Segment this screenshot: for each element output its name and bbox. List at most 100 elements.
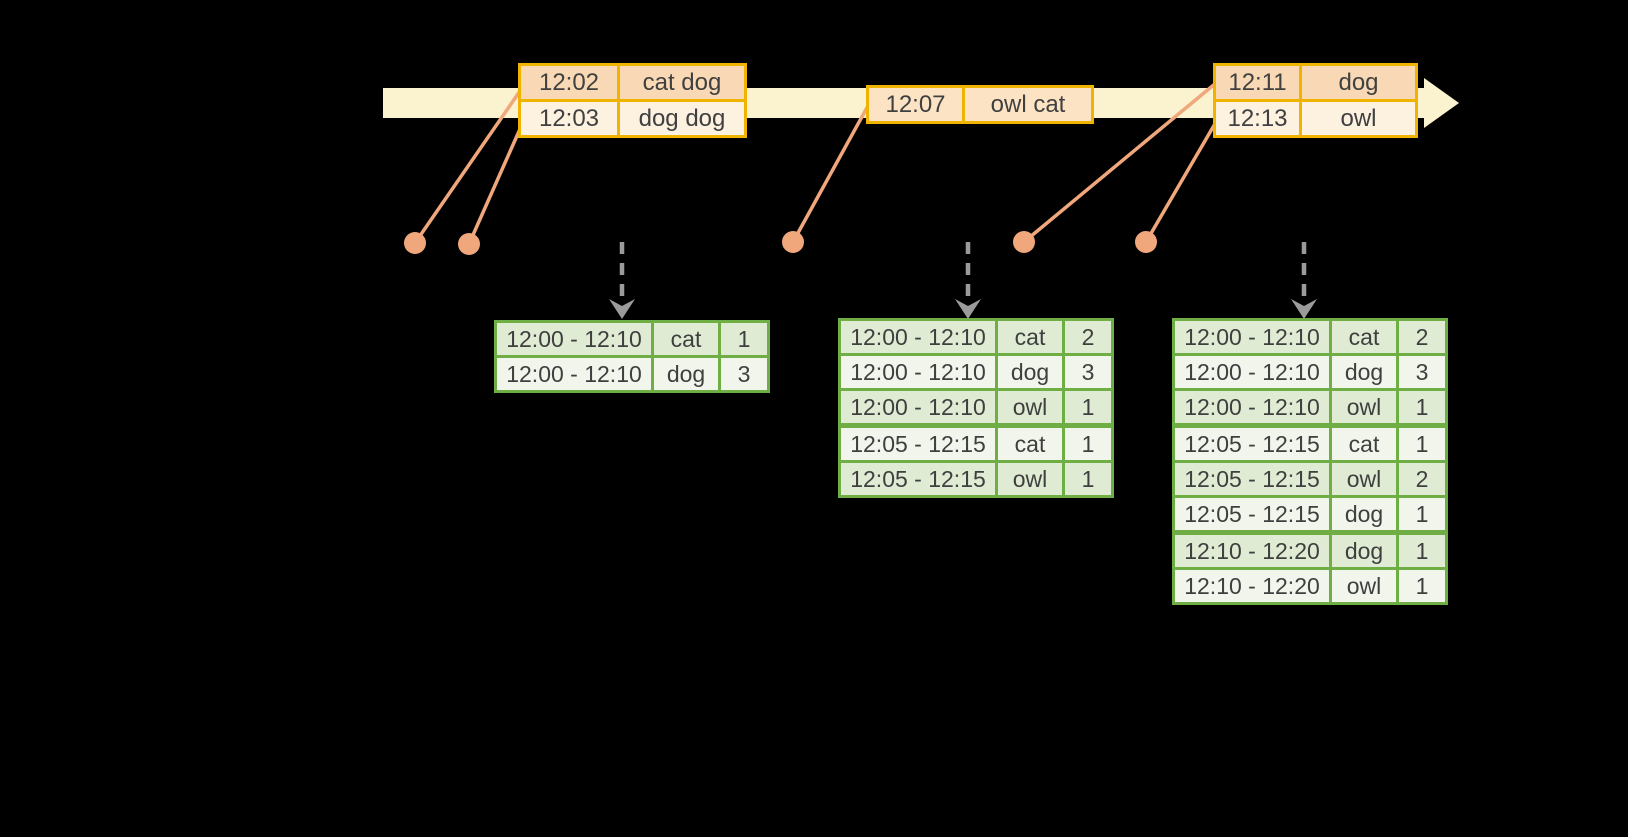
window-cell: 12:05 - 12:15	[838, 460, 998, 498]
arrow-down-icon	[1291, 299, 1317, 319]
event-time-cell: 12:07	[866, 85, 965, 124]
word-cell: owl	[1329, 567, 1399, 605]
event-row: 12:11 dog	[1213, 63, 1418, 102]
count-cell: 3	[718, 355, 770, 393]
word-cell: cat	[1329, 318, 1399, 356]
count-cell: 1	[1396, 423, 1448, 463]
window-cell: 12:00 - 12:10	[1172, 388, 1332, 427]
count-cell: 1	[1062, 388, 1114, 427]
count-cell: 2	[1396, 460, 1448, 498]
count-cell: 1	[1062, 460, 1114, 498]
word-cell: cat	[995, 423, 1065, 463]
event-connector-line	[1144, 121, 1218, 243]
count-cell: 1	[1396, 388, 1448, 427]
window-cell: 12:10 - 12:20	[1172, 530, 1332, 570]
result-row: 12:00 - 12:10 owl 1	[1172, 388, 1448, 427]
event-time-cell: 12:13	[1213, 99, 1302, 138]
window-cell: 12:00 - 12:10	[494, 320, 654, 358]
event-time-cell: 12:11	[1213, 63, 1302, 102]
event-words-cell: cat dog	[617, 63, 747, 102]
word-cell: dog	[1329, 495, 1399, 534]
count-cell: 2	[1396, 318, 1448, 356]
count-cell: 3	[1062, 353, 1114, 391]
window-cell: 12:00 - 12:10	[1172, 318, 1332, 356]
word-cell: owl	[995, 388, 1065, 427]
trigger-arrow	[955, 242, 981, 319]
count-cell: 3	[1396, 353, 1448, 391]
window-cell: 12:00 - 12:10	[838, 318, 998, 356]
result-row: 12:00 - 12:10 cat 2	[838, 318, 1114, 356]
word-cell: owl	[1329, 388, 1399, 427]
word-cell: cat	[995, 318, 1065, 356]
event-connector-line	[1022, 81, 1218, 244]
event-dots	[404, 231, 1157, 255]
result-table-1: 12:00 - 12:10 cat 1 12:00 - 12:10 dog 3	[494, 320, 770, 393]
event-connector-line	[467, 128, 522, 245]
event-row: 12:02 cat dog	[518, 63, 747, 102]
result-row: 12:05 - 12:15 cat 1	[838, 423, 1114, 463]
word-cell: dog	[651, 355, 721, 393]
event-row: 12:13 owl	[1213, 99, 1418, 138]
window-cell: 12:00 - 12:10	[838, 388, 998, 427]
result-row: 12:05 - 12:15 dog 1	[1172, 495, 1448, 534]
event-time-cell: 12:03	[518, 99, 620, 138]
count-cell: 2	[1062, 318, 1114, 356]
event-table-3: 12:11 dog 12:13 owl	[1213, 63, 1418, 138]
result-row: 12:00 - 12:10 cat 2	[1172, 318, 1448, 356]
result-row: 12:05 - 12:15 owl 1	[838, 460, 1114, 498]
result-row: 12:10 - 12:20 owl 1	[1172, 567, 1448, 605]
event-dot	[404, 232, 426, 254]
result-row: 12:00 - 12:10 dog 3	[494, 355, 770, 393]
trigger-arrows	[609, 242, 1317, 319]
trigger-arrow	[609, 242, 635, 319]
event-row: 12:07 owl cat	[866, 85, 1094, 124]
result-row: 12:05 - 12:15 owl 2	[1172, 460, 1448, 498]
event-table-1: 12:02 cat dog 12:03 dog dog	[518, 63, 747, 138]
event-words-cell: dog	[1299, 63, 1418, 102]
trigger-arrow	[1291, 242, 1317, 319]
event-words-cell: dog dog	[617, 99, 747, 138]
arrow-down-icon	[609, 299, 635, 319]
count-cell: 1	[1396, 495, 1448, 534]
result-row: 12:00 - 12:10 cat 1	[494, 320, 770, 358]
event-dot	[458, 233, 480, 255]
event-time-cell: 12:02	[518, 63, 620, 102]
count-cell: 1	[1396, 530, 1448, 570]
result-row: 12:00 - 12:10 dog 3	[838, 353, 1114, 391]
word-cell: cat	[1329, 423, 1399, 463]
word-cell: cat	[651, 320, 721, 358]
event-dot	[782, 231, 804, 253]
window-cell: 12:10 - 12:20	[1172, 567, 1332, 605]
count-cell: 1	[1062, 423, 1114, 463]
event-connector-line	[791, 103, 871, 243]
word-cell: dog	[995, 353, 1065, 391]
event-connector-lines	[413, 81, 1218, 245]
count-cell: 1	[718, 320, 770, 358]
window-cell: 12:00 - 12:10	[494, 355, 654, 393]
window-cell: 12:05 - 12:15	[838, 423, 998, 463]
result-table-3: 12:00 - 12:10 cat 2 12:00 - 12:10 dog 3 …	[1172, 318, 1448, 605]
window-cell: 12:00 - 12:10	[838, 353, 998, 391]
word-cell: dog	[1329, 353, 1399, 391]
count-cell: 1	[1396, 567, 1448, 605]
event-words-cell: owl	[1299, 99, 1418, 138]
window-cell: 12:00 - 12:10	[1172, 353, 1332, 391]
timeline-arrowhead-icon	[1424, 78, 1459, 128]
word-cell: dog	[1329, 530, 1399, 570]
window-cell: 12:05 - 12:15	[1172, 423, 1332, 463]
event-dot	[1135, 231, 1157, 253]
window-cell: 12:05 - 12:15	[1172, 460, 1332, 498]
word-cell: owl	[995, 460, 1065, 498]
window-cell: 12:05 - 12:15	[1172, 495, 1332, 534]
result-row: 12:05 - 12:15 cat 1	[1172, 423, 1448, 463]
result-row: 12:00 - 12:10 owl 1	[838, 388, 1114, 427]
arrow-down-icon	[955, 299, 981, 319]
result-table-2: 12:00 - 12:10 cat 2 12:00 - 12:10 dog 3 …	[838, 318, 1114, 498]
result-row: 12:00 - 12:10 dog 3	[1172, 353, 1448, 391]
word-cell: owl	[1329, 460, 1399, 498]
event-dot	[1013, 231, 1035, 253]
event-connector-line	[413, 90, 522, 244]
event-table-2: 12:07 owl cat	[866, 85, 1094, 124]
event-row: 12:03 dog dog	[518, 99, 747, 138]
